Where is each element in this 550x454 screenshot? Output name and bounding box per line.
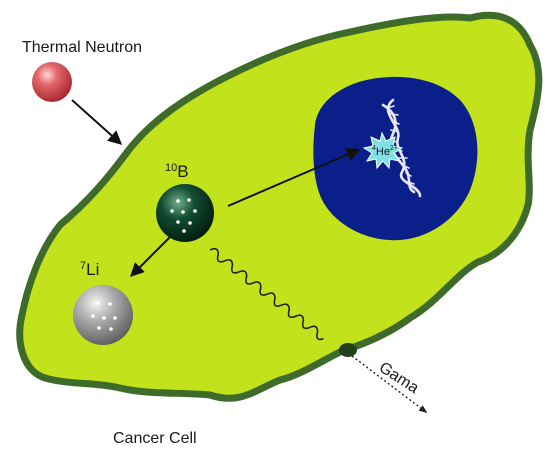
alpha-arrow <box>227 148 361 207</box>
boron-mass: 10 <box>165 162 177 174</box>
grey-sphere-icon <box>73 285 133 345</box>
gamma-wave <box>209 247 324 341</box>
boron-symbol: B <box>177 162 188 181</box>
neutron-arrow <box>71 99 123 145</box>
helium-charge: 2+ <box>390 145 398 152</box>
helium-label: 4He2+ <box>372 145 398 158</box>
membrane-exit-spot <box>339 343 357 357</box>
lithium-symbol: Li <box>86 260 99 279</box>
gamma-arrow <box>351 355 428 414</box>
boron-label: 10B <box>165 162 189 181</box>
lithium-label: 7Li <box>80 260 99 279</box>
thermal-neutron-label: Thermal Neutron <box>22 39 142 56</box>
helium-symbol: He <box>376 146 390 158</box>
red-sphere-icon <box>32 62 72 102</box>
helium-mass: 4 <box>372 145 376 152</box>
star-burst-icon <box>362 131 404 170</box>
cancer-cell-label: Cancer Cell <box>113 430 197 447</box>
lithium-mass: 7 <box>80 260 86 272</box>
dark-green-sphere-icon <box>156 184 214 242</box>
lithium-arrow <box>130 236 171 277</box>
